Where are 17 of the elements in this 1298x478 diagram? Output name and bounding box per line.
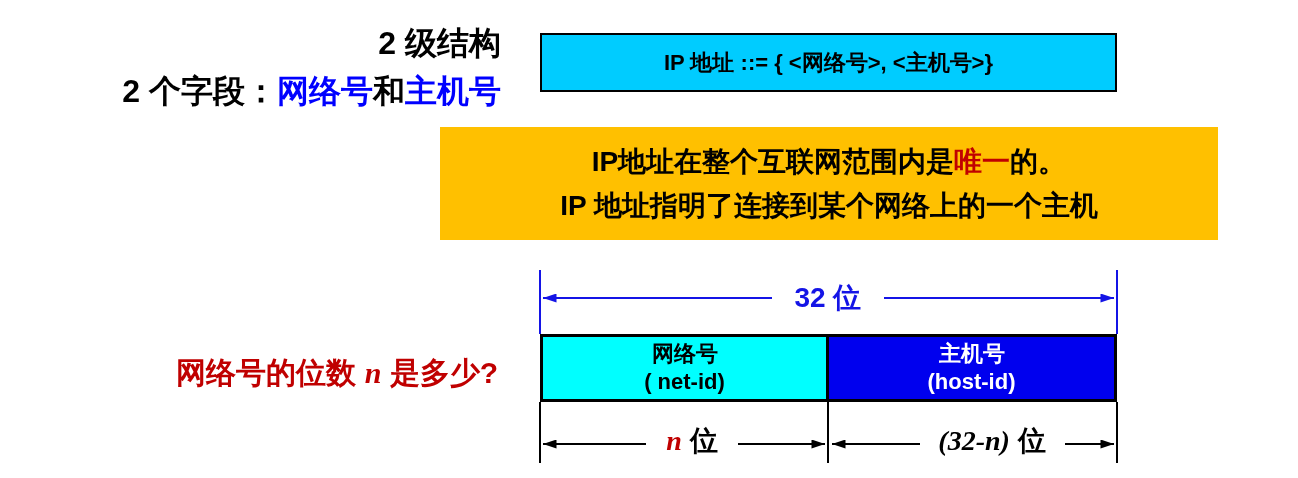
question-text: 网络号的位数 n 是多少? (176, 355, 498, 391)
subheading-text: 2 个字段：网络号和主机号 (122, 72, 501, 111)
host-id-field (829, 334, 1117, 402)
field-name: 主机号 (938, 340, 1005, 368)
field-name: 网络号 (651, 340, 718, 368)
definition-text: IP 地址 ::= { <网络号>, <主机号>} (663, 49, 994, 77)
net-id-field (540, 334, 829, 402)
field-id: ( net-id) (644, 368, 725, 396)
note-text: IP地址在整个互联网范围内是唯一的。 (591, 144, 1067, 179)
dimension-label: n 位 (665, 424, 719, 458)
definition-box (540, 33, 1117, 92)
note-panel (440, 127, 1218, 240)
dimension-label: (32-n) 位 (937, 424, 1047, 458)
dimension-label: 32 位 (793, 281, 863, 315)
heading-text: 2 级结构 (378, 24, 501, 63)
field-id: (host-id) (927, 368, 1016, 396)
note-text: IP 地址指明了连接到某个网络上的一个主机 (560, 188, 1098, 223)
